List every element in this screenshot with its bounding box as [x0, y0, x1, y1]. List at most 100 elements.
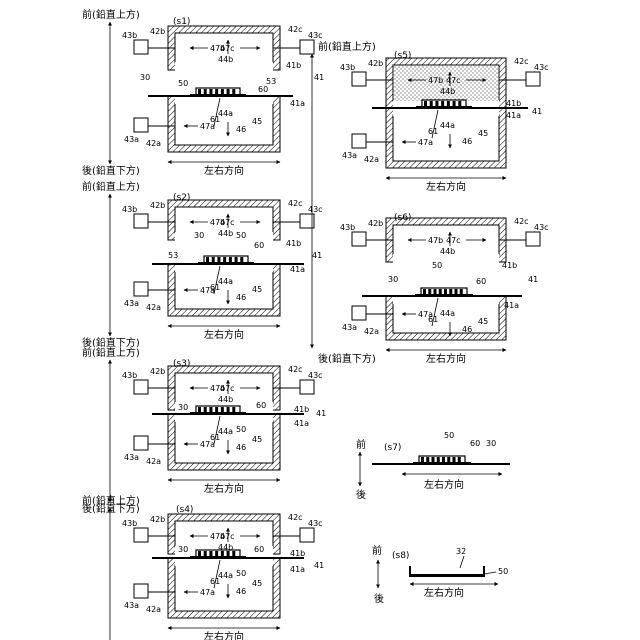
label-41b: 41b	[294, 405, 309, 414]
label-41b: 41b	[286, 239, 301, 248]
unit-43c	[300, 528, 314, 542]
label-42b: 42b	[150, 201, 165, 210]
unit-43a	[134, 118, 148, 132]
label-41b: 41b	[502, 261, 517, 270]
label-41: 41	[312, 251, 322, 260]
axis-back-down: 後(鉛直下方)	[82, 164, 140, 177]
label-44a: 44a	[218, 571, 233, 580]
label-44a: 44a	[218, 109, 233, 118]
step-id: (s8)	[392, 551, 409, 561]
label-50: 50	[236, 569, 246, 578]
label-43b: 43b	[122, 205, 137, 214]
component-base	[190, 94, 246, 96]
axis-lateral: 左右方向	[204, 630, 244, 640]
label-46: 46	[236, 293, 246, 302]
label-50: 50	[178, 79, 188, 88]
label-44a: 44a	[440, 121, 455, 130]
label-43a: 43a	[124, 453, 139, 462]
label-43a: 43a	[124, 135, 139, 144]
label-42b: 42b	[150, 367, 165, 376]
label-44a: 44a	[218, 277, 233, 286]
unit-43b	[352, 232, 366, 246]
label-42a: 42a	[146, 303, 161, 312]
axis-lateral: 左右方向	[204, 164, 244, 177]
label-43a: 43a	[342, 151, 357, 160]
label-42a: 42a	[146, 457, 161, 466]
unit-43c	[526, 232, 540, 246]
label-47c: 47c	[220, 384, 235, 393]
label-50: 50	[498, 567, 508, 576]
label-41a: 41a	[506, 111, 521, 120]
axis-lateral: 左右方向	[426, 180, 466, 193]
step-id: (s7)	[384, 443, 401, 453]
label-43b: 43b	[122, 31, 137, 40]
label-47a: 47a	[200, 440, 215, 449]
panel-s6: (s6)43b42b42c43c43a42a47b44b47c30506041b…	[340, 213, 549, 365]
leader-32	[460, 556, 464, 568]
label-42c: 42c	[288, 199, 303, 208]
unit-43b	[134, 380, 148, 394]
label-46: 46	[462, 325, 472, 334]
label-30: 30	[486, 439, 496, 448]
label-47b: 47b	[428, 236, 443, 245]
label-42c: 42c	[514, 57, 529, 66]
axis-front-up: 前(鉛直上方)	[82, 8, 140, 21]
unit-43c	[300, 380, 314, 394]
panel-s7: (s7)前後506030左右方向	[356, 431, 510, 501]
label-42b: 42b	[368, 219, 383, 228]
label-41: 41	[316, 409, 326, 418]
label-30: 30	[140, 73, 150, 82]
unit-43a	[352, 306, 366, 320]
unit-43c	[300, 40, 314, 54]
panel-s4: 前(鉛直上方)後(鉛直下方)(s4)43b42b42c43c43a42a47b4…	[82, 494, 324, 640]
label-44b: 44b	[218, 55, 233, 64]
label-47a: 47a	[200, 588, 215, 597]
label-43c: 43c	[534, 223, 549, 232]
label-47a: 47a	[200, 286, 215, 295]
label-50: 50	[236, 231, 246, 240]
label-42a: 42a	[364, 155, 379, 164]
panel-s1: 前(鉛直上方)後(鉛直下方)(s1)43b42b42c43c43a42a47b4…	[82, 8, 324, 177]
label-47c: 47c	[446, 76, 461, 85]
label-30: 30	[194, 231, 204, 240]
panel-s2: 前(鉛直上方)後(鉛直下方)(s2)43b42b42c43c43a42a47b4…	[82, 180, 323, 349]
component-base	[413, 462, 471, 464]
label-41b: 41b	[286, 61, 301, 70]
label-32: 32	[456, 547, 466, 556]
panel-s3: 前(鉛直上方)後(鉛直下方)(s3)43b42b42c43c43a42a47b4…	[82, 346, 326, 515]
axis-back-down-s6: 後(鉛直下方)	[318, 352, 376, 365]
label-50: 50	[236, 425, 246, 434]
label-44a: 44a	[218, 427, 233, 436]
label-43b: 43b	[340, 223, 355, 232]
label-44b: 44b	[218, 229, 233, 238]
label-46: 46	[236, 125, 246, 134]
label-30: 30	[178, 545, 188, 554]
label-41: 41	[528, 275, 538, 284]
label-41: 41	[314, 561, 324, 570]
label-43a: 43a	[124, 299, 139, 308]
label-41a: 41a	[290, 265, 305, 274]
unit-43c	[526, 72, 540, 86]
label-43b: 43b	[122, 519, 137, 528]
axis-back: 後	[374, 592, 384, 605]
label-41a: 41a	[290, 565, 305, 574]
axis-lateral: 左右方向	[204, 328, 244, 341]
unit-43a	[134, 584, 148, 598]
label-47c: 47c	[446, 236, 461, 245]
axis-front-up: 前(鉛直上方)	[82, 346, 140, 359]
component-base	[415, 294, 473, 296]
label-45: 45	[478, 317, 488, 326]
label-41a: 41a	[290, 99, 305, 108]
axis-front: 前	[356, 438, 366, 451]
panel-s5: (s5)43b42b42c43c43a42a47b44b47c41b4141a6…	[340, 51, 549, 193]
label-41: 41	[314, 73, 324, 82]
label-45: 45	[252, 285, 262, 294]
axis-lateral: 左右方向	[424, 586, 464, 599]
label-41b: 41b	[506, 99, 521, 108]
label-44b: 44b	[218, 395, 233, 404]
label-43c: 43c	[308, 205, 323, 214]
label-50: 50	[444, 431, 454, 440]
label-45: 45	[252, 435, 262, 444]
